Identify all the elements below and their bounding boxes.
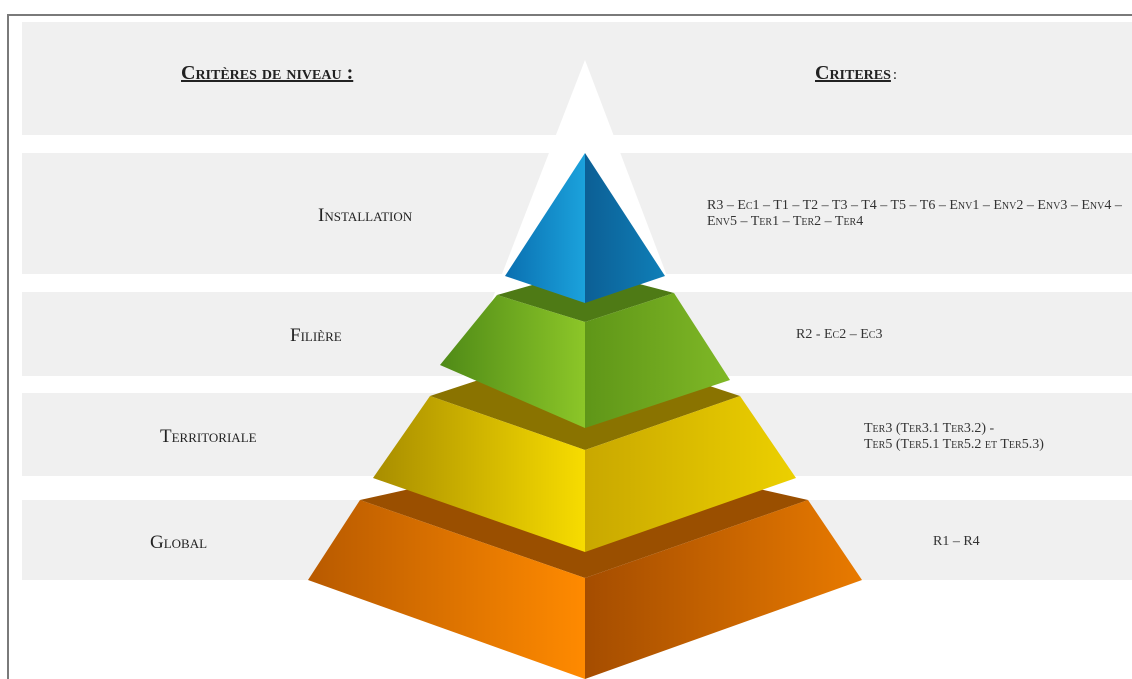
level-global-label: Global xyxy=(150,532,208,553)
criteria-territoriale: Ter3 (Ter3.1 Ter3.2) - Ter5 (Ter5.1 Ter5… xyxy=(864,421,1044,453)
figure-frame xyxy=(7,14,1132,679)
criteria-territoriale-line1: Ter3 (Ter3.1 Ter3.2) - xyxy=(864,421,995,436)
level-territoriale-label: Territoriale xyxy=(160,426,257,447)
criteria-header: Criteres: xyxy=(815,62,898,84)
level-filiere-label: Filière xyxy=(290,325,342,346)
criteria-installation: R3 – Ec1 – T1 – T2 – T3 – T4 – T5 – T6 –… xyxy=(707,198,1122,229)
criteria-global: R1 – R4 xyxy=(933,534,980,549)
tier-installation xyxy=(505,153,665,303)
levels-header: Critères de niveau : xyxy=(181,62,354,84)
level-installation-label: Installation xyxy=(318,205,413,226)
criteria-territoriale-line2: Ter5 (Ter5.1 Ter5.2 et Ter5.3) xyxy=(864,437,1044,452)
criteria-filiere: R2 - Ec2 – Ec3 xyxy=(796,327,883,342)
